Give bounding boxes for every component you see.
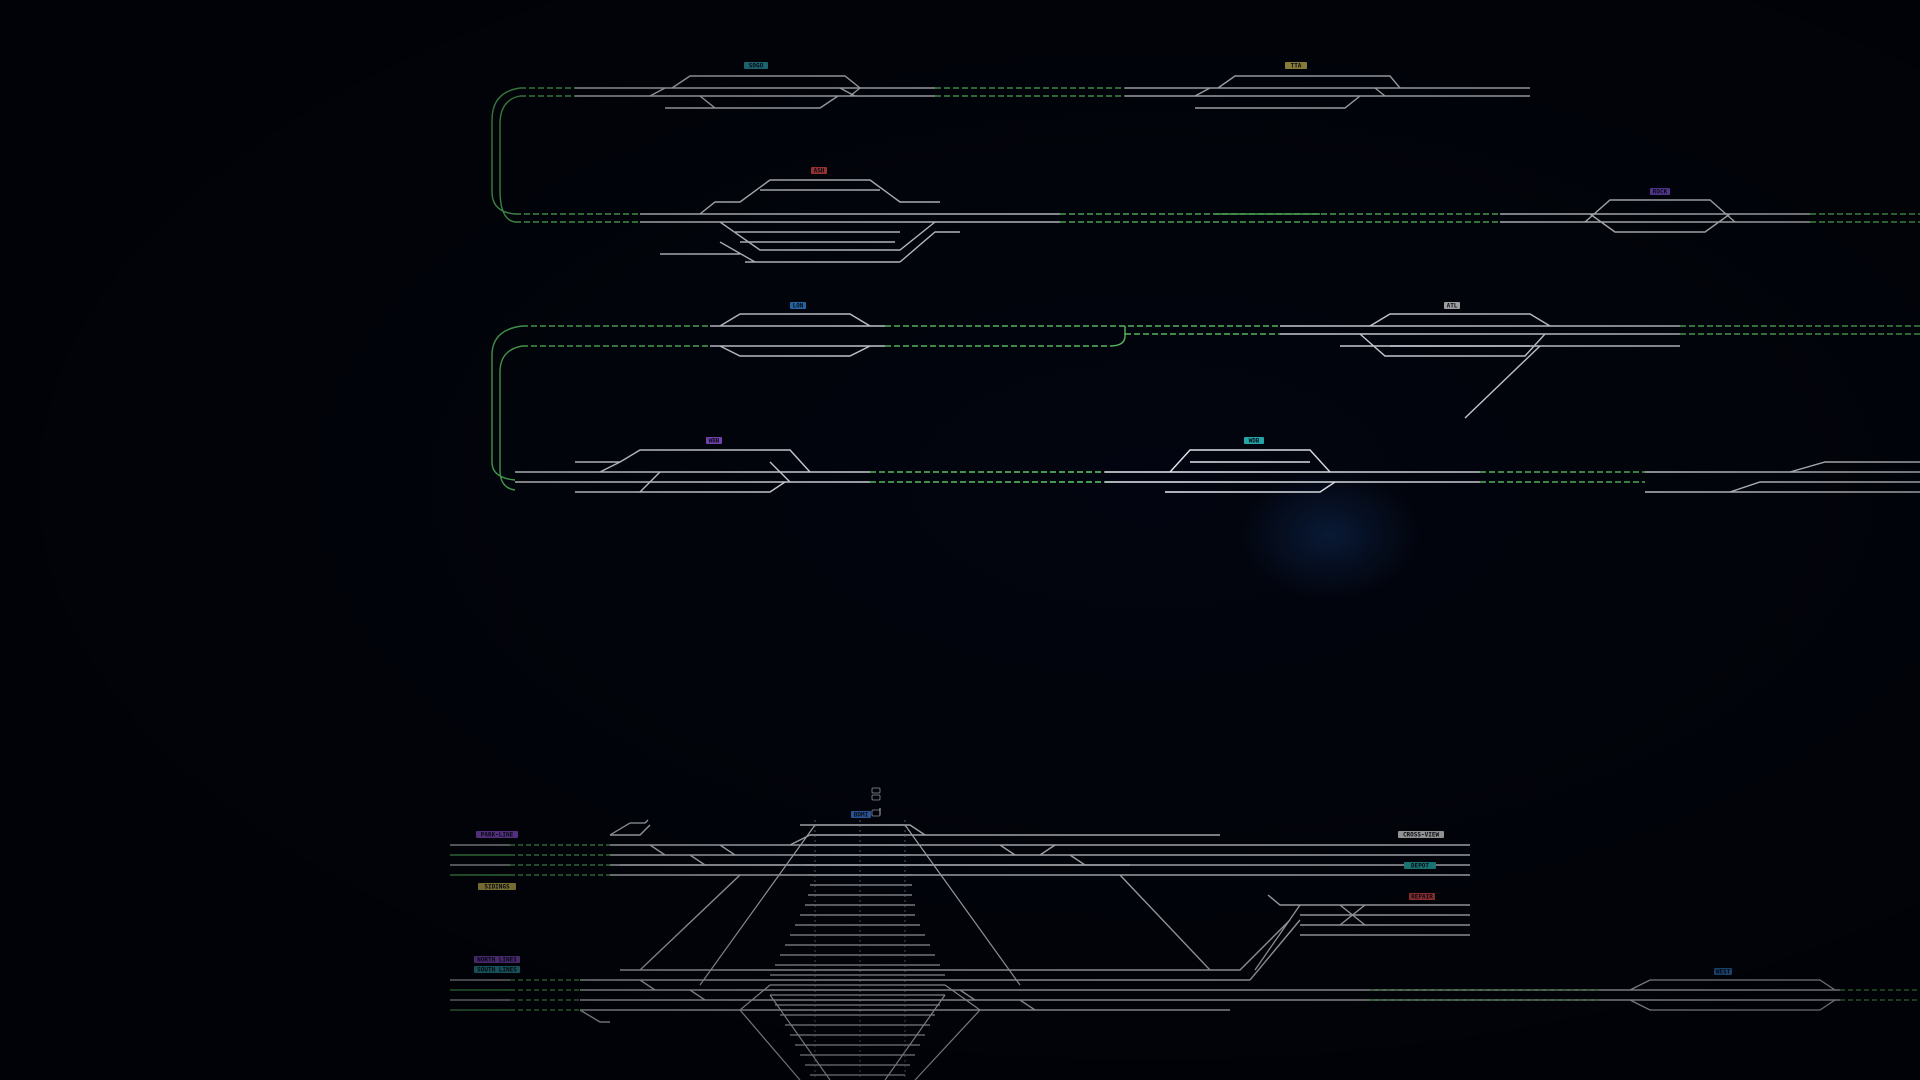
terminal-yard [450,787,1920,1080]
tag-text-layer: SOGO TTA ASH ROCK LON ATL WBB WDB BDMI CROSS-VIEW… [477,63,1730,976]
station-tag-label: CROSS-VIEW [1403,832,1440,839]
station-tag-label: WEST [1716,969,1731,976]
station-tag-label: REPAIR [1411,894,1433,901]
central-station-bdmi [699,787,1021,1080]
depot-icon[interactable] [871,809,881,817]
station-tag-label: LON [793,303,804,310]
station-tag-label: SOUTH LINES [477,967,517,974]
station-tag-label: TTA [1291,63,1302,70]
depot-icon[interactable] [871,787,881,794]
station-tag-label: SOGO [749,63,764,70]
loop-curve-1 [491,87,521,215]
station-tag-label: ATL [1447,303,1458,310]
station-tag-label: NORTH LINES [477,957,517,964]
loop-1-lower [515,167,1920,263]
station-tag-label: ASH [814,168,825,175]
station-tag-label: ROCK [1653,189,1668,196]
station-tag-label: SIDINGS [484,884,510,891]
station-tag-label: WBB [709,438,720,445]
station-tag-label: DEPOT [1411,863,1429,870]
depot-icon[interactable] [871,794,881,801]
station-tag-label: WDB [1249,438,1260,445]
station-tag-label: BDMI [854,812,869,819]
loop-curve-1b [499,95,521,223]
station-tag-label: PARK-LINE [481,832,514,839]
loop-2-lower [515,437,1920,493]
loop-1 [491,62,1530,223]
